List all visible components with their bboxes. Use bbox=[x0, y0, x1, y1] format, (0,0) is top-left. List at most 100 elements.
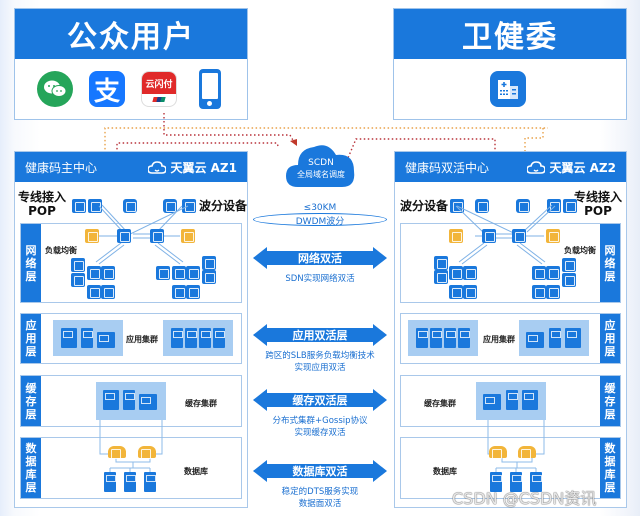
right-core-switch-2 bbox=[512, 229, 526, 243]
application-active-active-desc: 跨区的SLB服务负载均衡技术 实现应用双活 bbox=[240, 350, 400, 374]
right-server-4 bbox=[546, 285, 560, 299]
network-active-active-arrow: 网络双活 bbox=[253, 247, 387, 269]
left-pop-label-line2: POP bbox=[28, 204, 56, 218]
scdn-subtitle: 全局域名调度 bbox=[297, 170, 345, 179]
left-network-layer-tab: 网络层 bbox=[21, 224, 41, 302]
left-app-server-3 bbox=[185, 328, 197, 348]
right-cache-server bbox=[506, 390, 518, 410]
cache-active-active-arrow: 缓存双活层 bbox=[253, 389, 387, 411]
right-brand-label: 天翼云 AZ2 bbox=[549, 160, 616, 175]
left-pop-label-line1: 专线接入 bbox=[18, 190, 67, 204]
right-app-cluster-label: 应用集群 bbox=[483, 335, 515, 344]
network-active-active-desc-line1: SDN实现网络双活 bbox=[285, 274, 355, 284]
public-users-box: 公众用户 支 云闪付 bbox=[14, 8, 248, 120]
left-brand: 天翼云 AZ1 bbox=[148, 159, 237, 176]
right-lb-1 bbox=[434, 256, 448, 270]
left-pop-label: 专线接入 POP bbox=[18, 190, 66, 218]
right-router-1 bbox=[475, 199, 489, 213]
right-lb-4 bbox=[562, 273, 576, 287]
right-app-server-3 bbox=[444, 328, 456, 348]
left-app-host-1 bbox=[97, 332, 115, 348]
left-router-2 bbox=[163, 199, 177, 213]
right-db-server-3 bbox=[530, 472, 542, 492]
left-datacenter-title: 健康码主中心 bbox=[25, 160, 98, 175]
application-active-active-desc-line1: 跨区的SLB服务负载均衡技术 bbox=[265, 351, 375, 361]
left-server-1 bbox=[87, 285, 101, 299]
right-app-server-4 bbox=[458, 328, 470, 348]
left-app-rack-server bbox=[61, 328, 77, 348]
right-pop-label-line2: POP bbox=[584, 204, 612, 218]
cache-active-active-desc-line1: 分布式集群+Gossip协议 bbox=[272, 416, 368, 426]
dwdm-ellipse bbox=[253, 213, 387, 226]
right-db-server-1 bbox=[490, 472, 502, 492]
red-arrowhead-scdn bbox=[290, 139, 297, 146]
cloud-icon bbox=[286, 145, 355, 187]
left-access-switch-2 bbox=[101, 266, 115, 280]
left-app-server-5 bbox=[213, 328, 225, 348]
red-connector-app-to-scdn bbox=[163, 113, 295, 143]
right-access-switch-2 bbox=[463, 266, 477, 280]
alipay-glyph: 支 bbox=[93, 76, 120, 107]
application-active-active-title: 应用双活层 bbox=[292, 329, 348, 342]
left-server-4 bbox=[186, 285, 200, 299]
right-datacenter-title: 健康码双活中心 bbox=[405, 160, 490, 175]
right-wdm-label: 波分设备 bbox=[400, 199, 449, 213]
right-db-proxy-2 bbox=[518, 446, 536, 459]
scdn-cloud: SCDN 全局域名调度 bbox=[284, 139, 358, 189]
database-active-active-title: 数据库双活 bbox=[292, 465, 348, 478]
right-lb-label: 负载均衡 bbox=[564, 246, 596, 255]
right-server-2 bbox=[463, 285, 477, 299]
right-server-3 bbox=[532, 285, 546, 299]
cache-active-active-desc-line2: 实现缓存双活 bbox=[294, 428, 346, 438]
right-cache-host bbox=[483, 394, 501, 410]
right-lb-3 bbox=[562, 258, 576, 272]
left-router-1 bbox=[123, 199, 137, 213]
left-lb-2 bbox=[71, 273, 85, 287]
right-app-server-5 bbox=[549, 328, 561, 348]
double-arrow-icon bbox=[253, 324, 387, 346]
right-brand: 天翼云 AZ2 bbox=[527, 159, 616, 176]
left-cache-cluster-label: 缓存集群 bbox=[185, 399, 217, 408]
left-cache-rack-server bbox=[103, 390, 119, 410]
right-server-1 bbox=[449, 285, 463, 299]
left-datacenter-header: 健康码主中心 天翼云 AZ1 bbox=[15, 152, 247, 182]
left-server-3 bbox=[172, 285, 186, 299]
right-cache-cluster-label: 缓存集群 bbox=[424, 399, 456, 408]
left-db-proxy-1 bbox=[108, 446, 126, 459]
watermark: CSDN @CSDN资讯 bbox=[452, 489, 597, 508]
right-cache-rack-server bbox=[522, 390, 538, 410]
health-commission-box: 卫健委 bbox=[393, 8, 627, 120]
alipay-icon: 支 bbox=[89, 71, 125, 107]
left-app-server-1 bbox=[81, 328, 93, 348]
wechat-icon bbox=[37, 71, 73, 107]
double-arrow-icon bbox=[253, 389, 387, 411]
right-access-switch-1 bbox=[449, 266, 463, 280]
left-core-switch-1 bbox=[117, 229, 131, 243]
right-application-layer-tab: 应用层 bbox=[600, 314, 620, 363]
database-active-active-desc-line1: 稳定的DTS服务实现 bbox=[281, 487, 359, 497]
application-active-active-desc-line2: 实现应用双活 bbox=[294, 363, 346, 373]
left-server-2 bbox=[101, 285, 115, 299]
right-access-switch-3 bbox=[532, 266, 546, 280]
cache-active-active-desc: 分布式集群+Gossip协议 实现缓存双活 bbox=[240, 415, 400, 439]
left-db-server-3 bbox=[144, 472, 156, 492]
left-access-switch-4 bbox=[186, 266, 200, 280]
right-router-2 bbox=[516, 199, 530, 213]
right-db-server-2 bbox=[510, 472, 522, 492]
right-lb-2 bbox=[434, 270, 448, 284]
double-arrow-icon bbox=[253, 247, 387, 269]
left-cache-host bbox=[139, 394, 157, 410]
left-brand-label: 天翼云 AZ1 bbox=[170, 160, 237, 175]
left-cache-layer-tab: 缓存层 bbox=[21, 376, 41, 426]
unionpay-icon: 云闪付 bbox=[141, 71, 177, 107]
right-database-layer-tab: 数据库层 bbox=[600, 438, 620, 498]
left-lb-5 bbox=[202, 270, 216, 284]
right-access-switch-4 bbox=[546, 266, 560, 280]
database-active-active-arrow: 数据库双活 bbox=[253, 460, 387, 482]
public-users-title: 公众用户 bbox=[15, 9, 247, 59]
database-active-active-desc-line2: 数据面双活 bbox=[298, 499, 342, 509]
application-active-active-arrow: 应用双活层 bbox=[253, 324, 387, 346]
dwdm-label: DWDM波分 bbox=[295, 217, 345, 227]
right-datacenter-header: 健康码双活中心 天翼云 AZ2 bbox=[395, 152, 626, 182]
